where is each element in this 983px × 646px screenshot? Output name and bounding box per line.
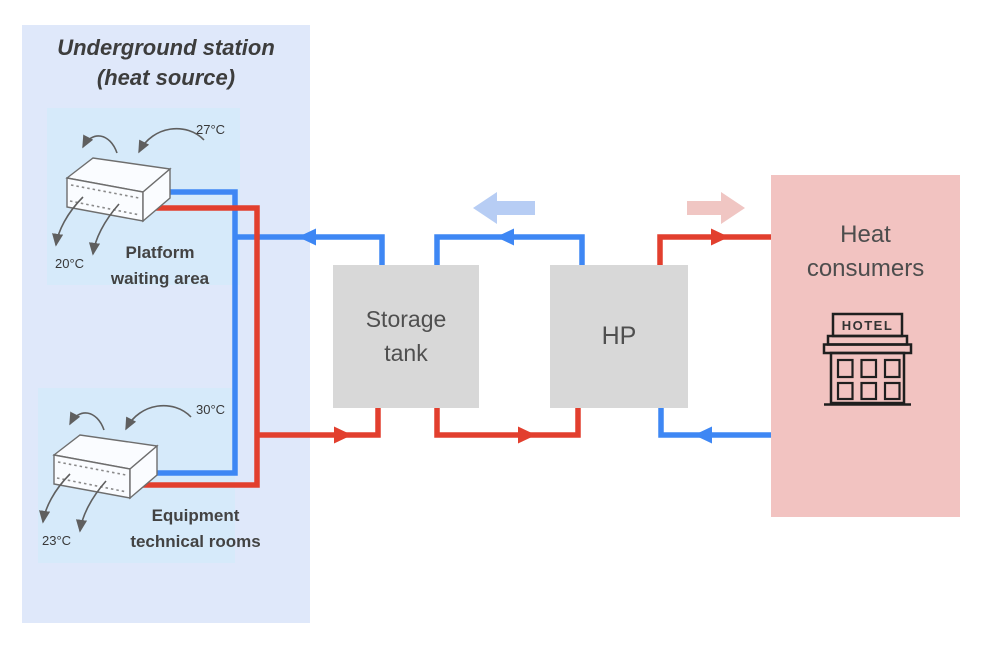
cold-pipe-hp-to-storage — [434, 234, 585, 265]
warm-flow-arrowhead-right — [711, 228, 729, 246]
warm-pipe-storage-to-hp — [434, 408, 581, 438]
warm-flow-arrowhead-right — [518, 426, 536, 444]
warm-direction-block-arrow — [687, 192, 745, 224]
platform-exhaust-temp: 27°C — [196, 122, 226, 137]
platform-supply-temp: 20°C — [55, 256, 85, 271]
cold-pipe-consumers-to-hp — [658, 408, 771, 438]
station-title: Underground station (heat source) — [57, 35, 275, 90]
heat-consumers-label: Heat consumers — [806, 221, 925, 282]
equipment-supply-temp: 23°C — [42, 533, 72, 548]
cold-direction-block-arrow — [473, 192, 535, 224]
warm-pipe-hp-to-consumers — [657, 234, 771, 265]
equipment-unit-label: Equipment technical rooms — [130, 506, 261, 552]
cold-flow-arrowhead-left — [496, 228, 514, 246]
equipment-exhaust-temp: 30°C — [196, 402, 226, 417]
platform-unit-label: Platform waiting area — [110, 243, 210, 289]
heat-pump-box: HP — [550, 265, 688, 408]
warm-flow-arrowhead-right — [334, 426, 352, 444]
storage-tank-box: Storage tank — [333, 265, 479, 408]
cold-flow-arrowhead-left — [694, 426, 712, 444]
